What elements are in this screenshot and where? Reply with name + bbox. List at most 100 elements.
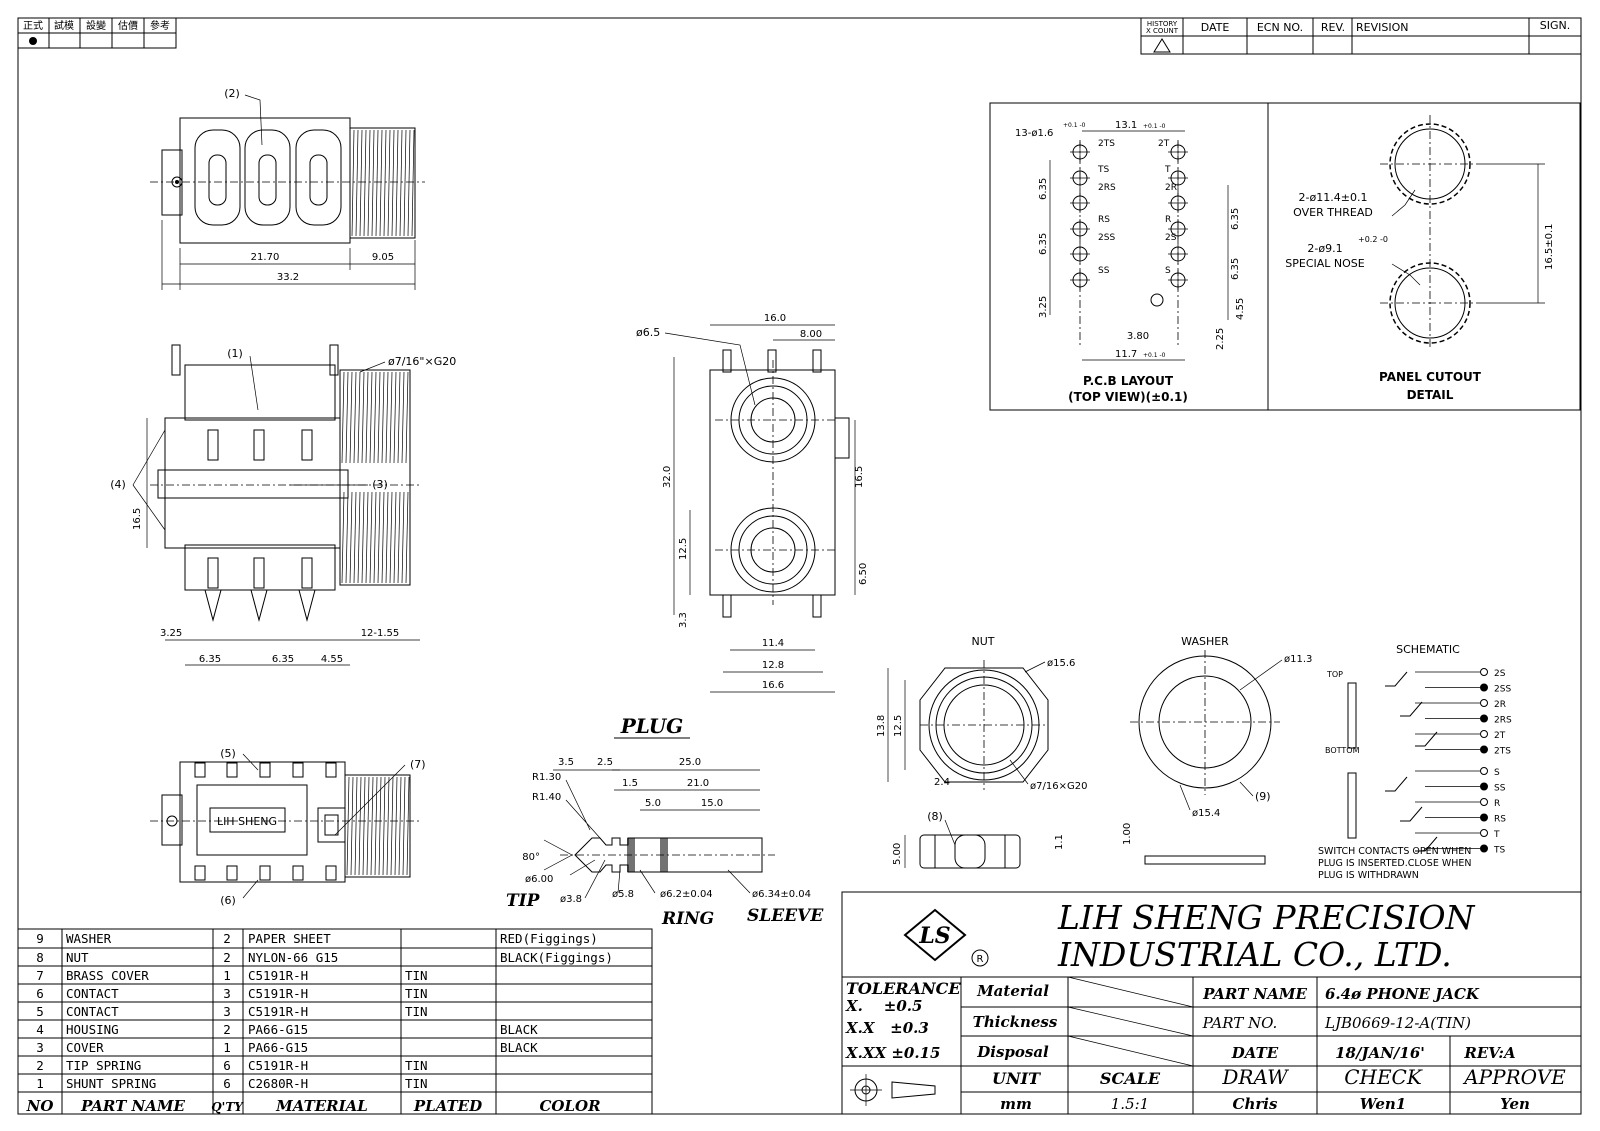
bom-cell: BLACK <box>500 1022 538 1037</box>
dim-12-5: 12.5 <box>678 538 689 560</box>
registered-mark: R <box>977 954 984 965</box>
plug-tip-label: TIP <box>506 891 541 911</box>
panel-subtitle: DETAIL <box>1407 388 1454 402</box>
washer-title: WASHER <box>1181 635 1229 648</box>
warning-triangle-icon <box>1153 38 1171 53</box>
plug-dia-6-34: ø6.34±0.04 <box>752 889 811 900</box>
tolerance-xx: X.X ±0.3 <box>845 1019 929 1037</box>
dim-11-4: 11.4 <box>762 638 784 649</box>
tag-quote: 估價 <box>118 19 138 32</box>
pcb-right-4: 2.25 <box>1215 328 1226 350</box>
callout-2: (2) <box>224 87 240 100</box>
tag-reference: 參考 <box>150 19 170 32</box>
bom-cell: PA66-G15 <box>248 1040 308 1055</box>
rev-revision-header: REVISION <box>1356 21 1408 34</box>
bom-cell: TIN <box>405 1076 428 1091</box>
panel-d2: 2-ø9.1 <box>1307 242 1342 255</box>
bom-cell: 1 <box>223 1040 231 1055</box>
bom-cell: BLACK(Figgings) <box>500 950 613 965</box>
nut-drawing: NUT 13.8 12.5 ø15.6 ø7/16×G20 2.4 5.00 1… <box>876 635 1087 869</box>
pcb-pin-label: 2SS <box>1098 233 1115 243</box>
dim-4-55: 4.55 <box>321 654 343 665</box>
bom-cell: 1 <box>223 968 231 983</box>
pcb-right-1: 6.35 <box>1230 208 1241 230</box>
draw-label: DRAW <box>1221 1065 1289 1089</box>
plug-drawing: PLUG 80° 3.5 2.5 25.0 1.5 21.0 5.0 15.0 … <box>506 714 824 929</box>
schematic-pin-dot <box>1480 798 1488 806</box>
bom-cell: NUT <box>66 950 89 965</box>
bom-cell: 5 <box>36 1004 44 1019</box>
pcb-left-1: 6.35 <box>1038 178 1049 200</box>
company-name-1: LIH SHENG PRECISION <box>1057 898 1476 937</box>
plug-dim-1-5: 1.5 <box>622 778 638 789</box>
bom-header-qty: Q'TY <box>211 1100 244 1114</box>
plug-dim-3-5: 3.5 <box>558 757 574 768</box>
schematic-pin-dot <box>1480 829 1488 837</box>
tag-change: 設變 <box>86 19 106 32</box>
schematic-pin-dot <box>1480 767 1488 775</box>
schematic-pin-dot <box>1480 699 1488 707</box>
bom-cell: C5191R-H <box>248 968 308 983</box>
dim-16-0: 16.0 <box>764 313 786 324</box>
pcb-subtitle: (TOP VIEW)(±0.1) <box>1068 390 1188 404</box>
corner-tags: 正式 試模 設變 估價 參考 <box>17 17 177 49</box>
hole-dia-6-5: ø6.5 <box>636 326 660 339</box>
pcb-pin-label: S <box>1165 266 1171 276</box>
bom-cell: BLACK <box>500 1040 538 1055</box>
pcb-bot-dim: 11.7 <box>1115 349 1137 360</box>
bottom-view: LIH SHENG (5) (6) (7) <box>150 747 426 907</box>
plug-dim-5-0: 5.0 <box>645 798 661 809</box>
bom-cell: C2680R-H <box>248 1076 308 1091</box>
rev-rev-header: REV. <box>1321 21 1345 34</box>
bom-cell: 3 <box>223 1004 231 1019</box>
check-label: CHECK <box>1344 1065 1423 1089</box>
callout-6: (6) <box>220 894 236 907</box>
draw-value: Chris <box>1233 1095 1278 1113</box>
bom-cell: WASHER <box>66 931 112 946</box>
bom-cell: TIN <box>405 1004 428 1019</box>
pcb-top-tol: +0.1 -0 <box>1143 123 1166 130</box>
plug-dim-2-5: 2.5 <box>597 757 613 768</box>
pcb-pin-label: 2T <box>1158 139 1170 149</box>
pcb-bot-tol: +0.1 -0 <box>1143 352 1166 359</box>
bom-cell: PA66-G15 <box>248 1022 308 1037</box>
approve-label: APPROVE <box>1462 1065 1566 1089</box>
plug-r2: R1.40 <box>532 792 561 803</box>
plug-dim-15-0: 15.0 <box>701 798 723 809</box>
callout-5: (5) <box>220 747 236 760</box>
nut-d2: ø7/16×G20 <box>1030 781 1087 792</box>
revision-header: HISTORY X COUNT DATE ECN NO. REV. REVISI… <box>1140 17 1582 55</box>
dim-32-0: 32.0 <box>662 466 673 488</box>
pcb-left-3: 3.25 <box>1038 296 1049 318</box>
bom-cell: C5191R-H <box>248 986 308 1001</box>
schematic-pin-label: 2SS <box>1494 685 1511 695</box>
plug-dia-3-8: ø3.8 <box>560 894 582 905</box>
bom-cell: PAPER SHEET <box>248 931 331 946</box>
company-logo: LS <box>918 923 950 949</box>
callout-1: (1) <box>227 347 243 360</box>
rev-ecn-header: ECN NO. <box>1257 21 1303 34</box>
pcb-pin-label: 2TS <box>1098 139 1115 149</box>
washer-thick: 1.00 <box>1122 823 1133 845</box>
tag-trial: 試模 <box>54 19 74 32</box>
pcb-pin-label: R <box>1165 215 1171 225</box>
bom-cell: 1 <box>36 1076 44 1091</box>
plug-sleeve-label: SLEEVE <box>747 906 824 926</box>
bom-cell: TIN <box>405 968 428 983</box>
schematic-pin-dot <box>1480 813 1488 822</box>
nut-d1: ø15.6 <box>1047 658 1075 669</box>
plug-dia-6-2: ø6.2±0.04 <box>660 889 713 900</box>
schematic-pin-label: 2R <box>1494 700 1506 710</box>
projection-symbol-icon <box>850 1074 936 1106</box>
dim-16-5-side: 16.5 <box>132 508 143 530</box>
pcb-hole <box>1150 293 1164 307</box>
bom-cell: 3 <box>223 986 231 1001</box>
dim-9-05: 9.05 <box>372 252 394 263</box>
dim-6-50: 6.50 <box>858 563 869 585</box>
pcb-pin-label: TS <box>1097 165 1109 175</box>
bom-cell: 6 <box>223 1058 231 1073</box>
unit-value: mm <box>1000 1095 1032 1113</box>
schematic-top-label: TOP <box>1326 670 1343 679</box>
panel-d2-tol: +0.2 -0 <box>1358 235 1388 244</box>
bom-header-part: PART NAME <box>80 1097 185 1115</box>
